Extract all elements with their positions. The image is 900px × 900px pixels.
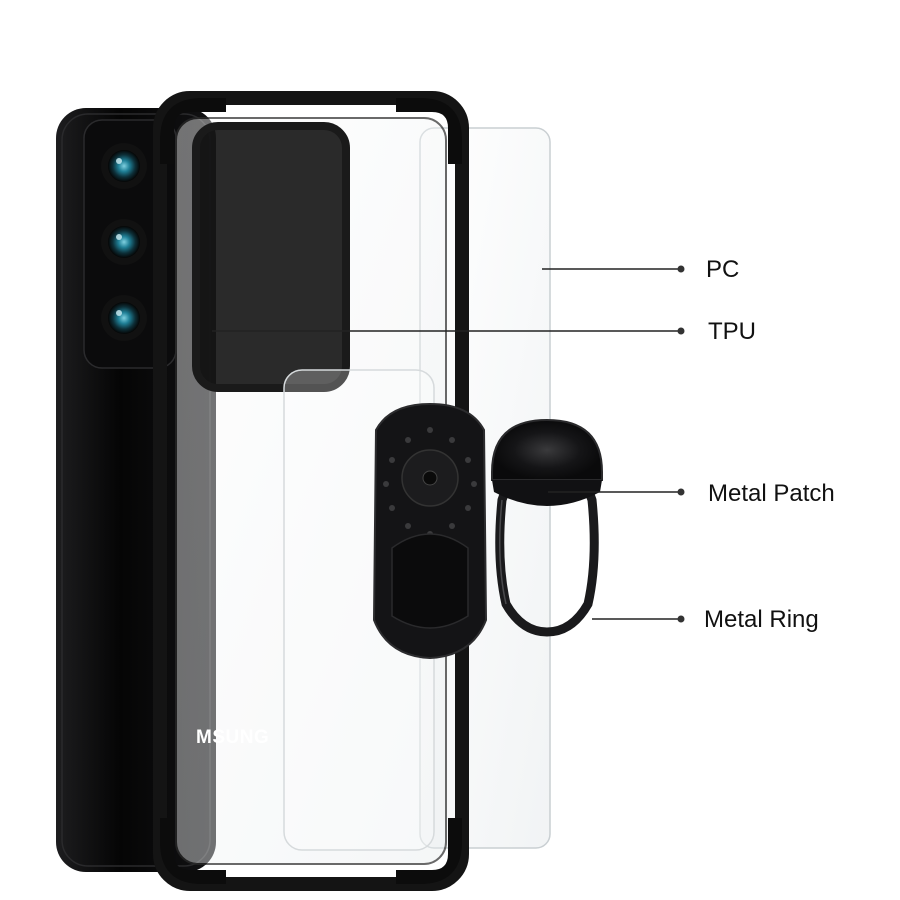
- label-metal-ring: Metal Ring: [704, 606, 819, 633]
- label-tpu: TPU: [708, 318, 756, 345]
- label-pc: PC: [706, 256, 740, 283]
- label-metal-patch: Metal Patch: [708, 480, 835, 507]
- phone-brand-text: MSUNG: [196, 727, 269, 748]
- ring-holder-base: [372, 402, 488, 660]
- metal-ring-holder: [491, 418, 603, 637]
- leader-dots: [677, 265, 685, 623]
- leader-lines: [212, 268, 680, 620]
- tpu-bumper: [153, 91, 469, 891]
